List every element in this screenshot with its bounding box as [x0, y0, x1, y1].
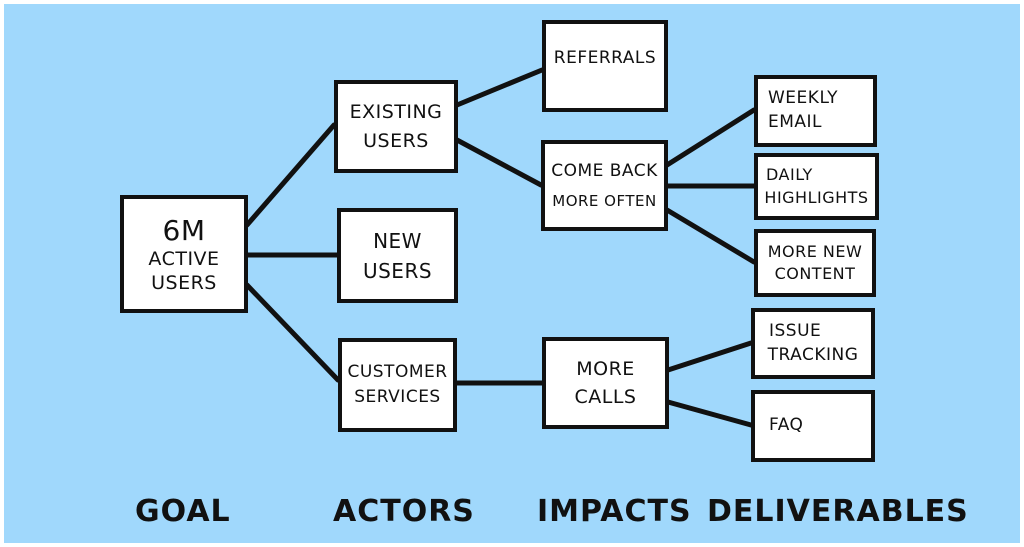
node-issue-tracking: ISSUE TRACKING [751, 308, 875, 379]
connector-lines [244, 67, 757, 428]
node-text: SERVICES [354, 387, 441, 407]
node-text: MORE [576, 357, 635, 380]
column-label-actors: ACTORS [333, 494, 475, 529]
node-text: FAQ [769, 415, 804, 436]
node-existing-users: EXISTING USERS [334, 80, 458, 173]
edge-existing-referrals [454, 67, 545, 108]
edge-more-calls-issue [665, 340, 754, 373]
node-referrals: REFERRALS [542, 20, 668, 112]
node-text: USERS [362, 258, 433, 283]
node-text: TRACKING [767, 344, 859, 365]
node-text: USERS [363, 129, 429, 152]
node-text: DAILY [766, 165, 813, 185]
node-text: CALLS [574, 386, 637, 408]
node-weekly-email: WEEKLY EMAIL [754, 75, 877, 147]
edge-come-back-more-new [664, 207, 757, 265]
node-text: ISSUE [769, 320, 822, 341]
node-text: EMAIL [768, 112, 823, 132]
column-label-goal: GOAL [135, 494, 231, 529]
node-text: NEW [373, 228, 422, 253]
node-more-new-content: MORE NEW CONTENT [754, 229, 876, 297]
node-text: CUSTOMER [347, 361, 448, 382]
impact-map: 6M ACTIVE USERS EXISTING USERS NEW USERS… [4, 4, 1020, 543]
edge-come-back-weekly [664, 107, 757, 168]
node-more-calls: MORE CALLS [542, 337, 669, 429]
edge-existing-come-back [454, 137, 544, 188]
column-label-impacts: IMPACTS [537, 494, 692, 529]
edge-goal-customer-services [244, 282, 341, 383]
edge-goal-existing-users [244, 122, 337, 228]
node-text: HIGHLIGHTS [764, 187, 869, 207]
node-text: REFERRALS [553, 48, 657, 68]
node-customer-services: CUSTOMER SERVICES [338, 338, 457, 432]
column-label-deliverables: DELIVERABLES [707, 494, 969, 529]
node-goal: 6M ACTIVE USERS [120, 195, 248, 313]
node-text: WEEKLY [768, 88, 839, 109]
node-text: CONTENT [774, 264, 856, 283]
node-text: MORE OFTEN [552, 192, 657, 211]
node-text: ACTIVE [148, 247, 220, 270]
node-come-back: COME BACK MORE OFTEN [541, 140, 668, 231]
node-daily-highlights: DAILY HIGHLIGHTS [754, 153, 879, 220]
node-text: USERS [151, 271, 217, 294]
node-new-users: NEW USERS [337, 208, 458, 303]
edge-more-calls-faq [665, 399, 754, 428]
node-faq: FAQ [751, 390, 875, 462]
node-text: EXISTING [349, 101, 443, 123]
node-text: 6M [162, 213, 206, 247]
node-text: COME BACK [551, 161, 658, 182]
node-text: MORE NEW [767, 241, 863, 261]
